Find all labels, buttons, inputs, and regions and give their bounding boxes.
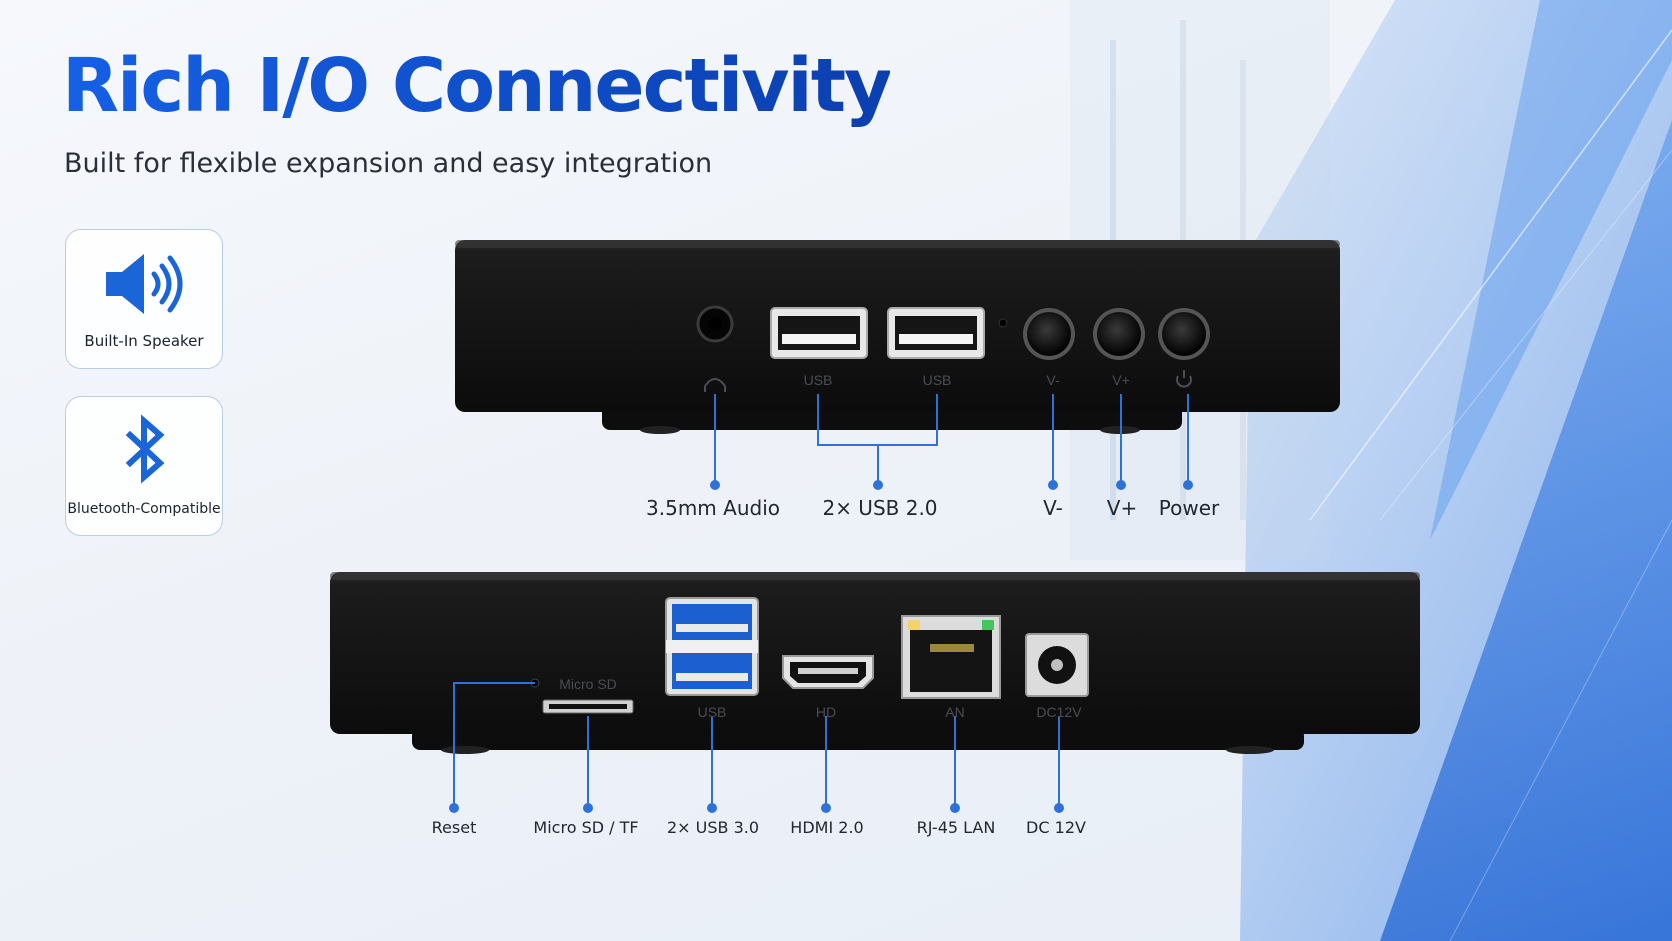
silk-microsd: Micro SD <box>559 676 617 692</box>
front-callouts <box>714 394 1189 485</box>
front-callout-dots <box>710 480 1193 490</box>
volume-up-button <box>1093 308 1145 360</box>
label-hdmi: HDMI 2.0 <box>790 818 864 837</box>
label-vol-down: V- <box>1043 496 1063 520</box>
silk-dc: DC12V <box>1036 704 1082 720</box>
label-usb3: 2× USB 3.0 <box>666 818 760 837</box>
power-icon <box>1176 370 1192 388</box>
label-dc: DC 12V <box>1026 818 1086 837</box>
hdmi-port <box>782 655 874 689</box>
silk-vol-down: V- <box>1046 372 1060 388</box>
power-button <box>1158 308 1210 360</box>
label-usb2: 2× USB 2.0 <box>822 496 938 520</box>
silk-lan: AN <box>945 704 965 720</box>
usb3-port-stack <box>665 597 759 696</box>
page-title: Rich I/O Connectivity <box>62 43 892 129</box>
silk-usb-b: USB <box>922 372 952 388</box>
feature-label: Built-In Speaker <box>84 332 204 350</box>
feature-card-bluetooth: Bluetooth-Compatible <box>65 396 223 536</box>
label-vol-up: V+ <box>1106 496 1138 520</box>
bluetooth-icon <box>125 414 165 484</box>
label-power: Power <box>1158 496 1220 520</box>
silk-hdmi: HD <box>815 704 837 720</box>
dc-jack <box>1025 633 1089 697</box>
usb2-port <box>770 307 868 359</box>
label-lan: RJ-45 LAN <box>916 818 996 837</box>
page-subtitle: Built for flexible expansion and easy in… <box>64 148 713 179</box>
volume-down-button <box>1023 308 1075 360</box>
label-audio: 3.5mm Audio <box>646 496 780 520</box>
feature-card-speaker: Built-In Speaker <box>65 229 223 369</box>
silk-usb: USB <box>697 704 727 720</box>
rear-callouts <box>453 682 1060 808</box>
silk-vol-up: V+ <box>1112 372 1130 388</box>
usb2-port <box>887 307 985 359</box>
front-panel-device <box>455 240 1340 434</box>
label-reset: Reset <box>431 818 477 837</box>
speaker-icon <box>106 254 183 314</box>
label-microsd: Micro SD / TF <box>533 818 639 837</box>
silk-usb-a: USB <box>803 372 833 388</box>
rj45-port <box>901 615 1001 699</box>
rear-panel-device <box>330 572 1420 754</box>
feature-label: Bluetooth-Compatible <box>67 501 221 517</box>
headphone-icon <box>704 378 726 392</box>
rear-callout-dots <box>449 803 1064 813</box>
